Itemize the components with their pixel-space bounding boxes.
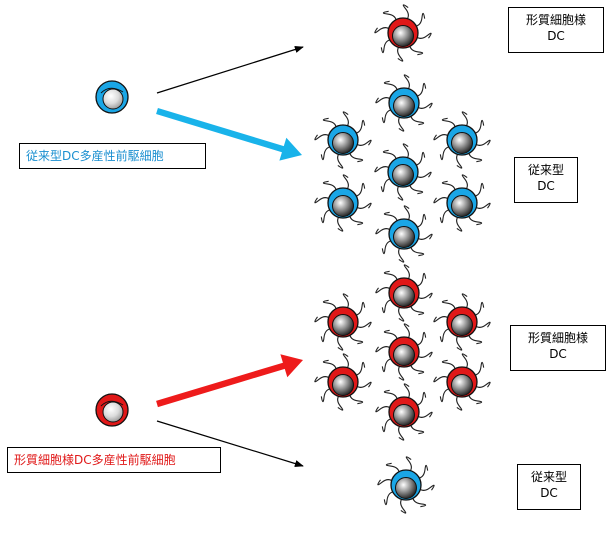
progenitor-cell-icon <box>95 393 129 427</box>
cdc-cell-icon <box>377 456 435 514</box>
pdp-label: 形質細胞様DC多産性前駆細胞 <box>7 447 221 473</box>
cdc-cell-icon <box>374 143 432 201</box>
cdc-cell-icon <box>314 174 372 232</box>
cdc-cell-icon <box>314 111 372 169</box>
cdc-cell-icon <box>375 205 433 263</box>
arrow-cdp-to-pdc <box>156 46 304 94</box>
arrow-cdp-to-cdc <box>156 107 302 161</box>
pdc-cell-icon <box>375 383 433 441</box>
cdp-label: 従来型DC多産性前駆細胞 <box>19 143 206 169</box>
cells-layer <box>95 4 491 514</box>
pdc-cell-icon <box>433 293 491 351</box>
pdc-cell-icon <box>375 323 433 381</box>
pdc-cell-icon <box>374 4 432 62</box>
pdc-cell-icon <box>314 293 372 351</box>
pdc-cell-icon <box>375 264 433 322</box>
output-label-line: DC <box>537 179 555 193</box>
output-label-line: DC <box>549 347 567 361</box>
output-label-top-cdc: 従来型 DC <box>514 157 578 203</box>
output-label-bottom-cdc: 従来型 DC <box>517 464 581 510</box>
output-label-line: 形質細胞様 <box>525 13 586 27</box>
output-label-line: DC <box>547 29 565 43</box>
output-label-line: 形質細胞様 <box>527 331 588 345</box>
arrow-pdp-to-pdc <box>156 354 303 408</box>
output-label-line: DC <box>540 486 558 500</box>
cdc-cell-icon <box>433 111 491 169</box>
cdc-cell-icon <box>375 74 433 132</box>
output-label-bottom-pdc: 形質細胞様 DC <box>510 325 606 371</box>
arrows-layer <box>156 46 304 468</box>
pdc-cell-icon <box>314 353 372 411</box>
arrow-pdp-to-cdc <box>156 420 304 468</box>
output-label-top-pdc: 形質細胞様 DC <box>508 7 604 53</box>
cdc-cell-icon <box>433 174 491 232</box>
progenitor-cell-icon <box>95 80 129 114</box>
pdc-cell-icon <box>433 353 491 411</box>
output-label-line: 従来型 <box>527 163 564 177</box>
output-label-line: 従来型 <box>530 470 567 484</box>
